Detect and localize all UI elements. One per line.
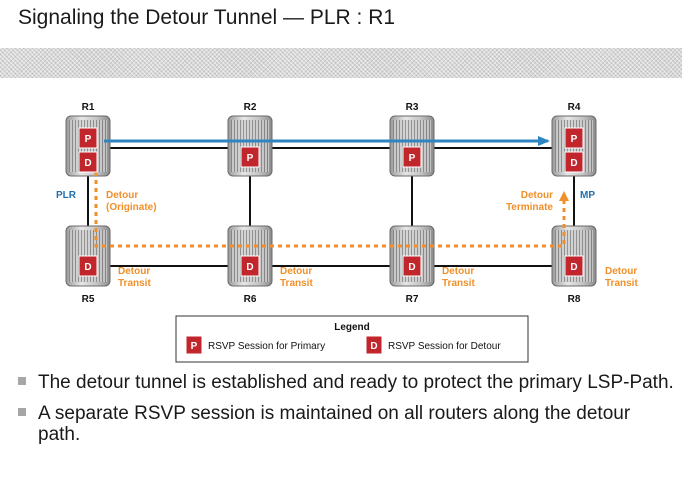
legend-primary-badge: P (185, 335, 203, 355)
legend-primary-label: RSVP Session for Primary (208, 341, 325, 352)
bullet-marker (18, 408, 26, 416)
svg-text:D: D (246, 262, 253, 273)
r8-detour-badge: D (564, 255, 584, 277)
plr-label: PLR (56, 190, 77, 201)
svg-text:P: P (247, 153, 254, 164)
r3-primary-badge: P (402, 146, 422, 168)
r4-detour-badge: D (564, 151, 584, 173)
r1-detour-badge: D (78, 151, 98, 173)
legend-detour-badge: D (365, 335, 383, 355)
svg-text:P: P (191, 341, 198, 352)
r2-primary-badge: P (240, 146, 260, 168)
svg-text:P: P (571, 134, 578, 145)
router-name-r8: R8 (568, 294, 581, 305)
detour-originate-label: Detour(Originate) (106, 190, 157, 213)
svg-text:D: D (84, 158, 91, 169)
detour-path (94, 172, 569, 248)
router-name-r5: R5 (82, 294, 95, 305)
router-name-r7: R7 (406, 294, 419, 305)
bullet-text: A separate RSVP session is maintained on… (38, 403, 631, 445)
r7-detour-badge: D (402, 255, 422, 277)
bullet-item: The detour tunnel is established and rea… (14, 372, 674, 393)
network-diagram: P D P P P D D D D D R1 R2 R3 R4 R5 R6 R7… (56, 102, 638, 363)
router-name-r3: R3 (406, 102, 419, 113)
svg-text:D: D (570, 158, 577, 169)
mp-label: MP (580, 190, 595, 201)
router-name-r6: R6 (244, 294, 257, 305)
svg-text:D: D (570, 262, 577, 273)
bullet-list: The detour tunnel is established and rea… (14, 372, 674, 455)
r6-detour-badge: D (240, 255, 260, 277)
session-badges: P D P P P D D D D D (78, 127, 584, 277)
svg-text:P: P (409, 153, 416, 164)
legend-title: Legend (334, 322, 370, 333)
r1-primary-badge: P (78, 127, 98, 149)
links (87, 147, 575, 267)
legend-detour-label: RSVP Session for Detour (388, 341, 501, 352)
svg-text:D: D (370, 341, 377, 352)
svg-text:D: D (408, 262, 415, 273)
page-title: Signaling the Detour Tunnel — PLR : R1 (18, 6, 396, 29)
router-name-r2: R2 (244, 102, 257, 113)
r5-detour-badge: D (78, 255, 98, 277)
bullet-item: A separate RSVP session is maintained on… (14, 403, 674, 445)
svg-text:D: D (84, 262, 91, 273)
svg-text:P: P (85, 134, 92, 145)
bullet-marker (18, 377, 26, 385)
r4-primary-badge: P (564, 127, 584, 149)
header-band (0, 48, 682, 78)
bullet-text: The detour tunnel is established and rea… (38, 372, 674, 393)
router-name-r1: R1 (82, 102, 95, 113)
legend: Legend P RSVP Session for Primary D RSVP… (175, 315, 529, 363)
router-name-r4: R4 (568, 102, 581, 113)
